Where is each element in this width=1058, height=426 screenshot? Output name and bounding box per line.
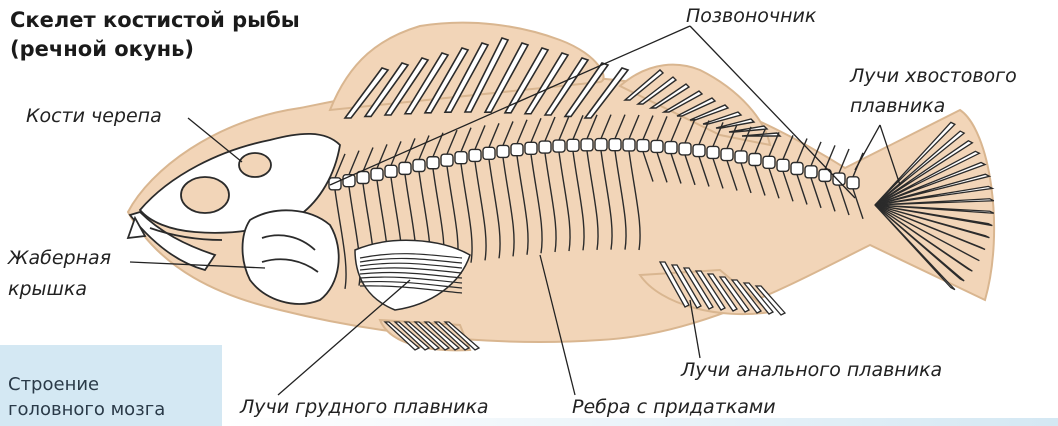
label-gill-cover-line2: крышка xyxy=(8,277,87,302)
vertebra xyxy=(441,154,453,166)
vertebra xyxy=(469,149,481,161)
label-gill-cover-line1: Жаберная xyxy=(8,246,111,271)
label-skull-bones: Кости черепа xyxy=(26,104,162,129)
vertebra xyxy=(427,157,439,169)
vertebra xyxy=(553,140,565,152)
vertebra xyxy=(329,178,341,190)
vertebra xyxy=(497,145,509,157)
label-caudal-line2: плавника xyxy=(850,94,945,119)
label-caudal-line1: Лучи хвостового xyxy=(850,64,1017,89)
vertebra xyxy=(623,139,635,151)
vertebra xyxy=(385,165,397,177)
bottom-color-strip xyxy=(222,418,1058,426)
side-panel-line2: головного мозга xyxy=(8,397,218,422)
vertebra xyxy=(371,168,383,180)
side-panel-line1: Строение xyxy=(8,372,218,397)
label-anal-fin-rays: Лучи анального плавника xyxy=(681,358,942,383)
vertebra xyxy=(637,140,649,152)
vertebra xyxy=(833,173,845,185)
vertebra xyxy=(707,146,719,158)
side-panel-text[interactable]: Строение головного мозга xyxy=(8,372,218,422)
vertebra xyxy=(665,142,677,154)
vertebra xyxy=(539,141,551,153)
vertebra xyxy=(567,139,579,151)
vertebra xyxy=(595,139,607,151)
vertebra xyxy=(609,139,621,151)
label-ribs: Ребра с придатками xyxy=(572,395,776,420)
vertebra xyxy=(791,162,803,174)
vertebra xyxy=(581,139,593,151)
vertebra xyxy=(651,140,663,152)
vertebra xyxy=(357,172,369,184)
vertebra xyxy=(511,144,523,156)
vertebra xyxy=(777,159,789,171)
vertebra xyxy=(455,152,467,164)
vertebra xyxy=(525,142,537,154)
vertebra xyxy=(805,166,817,178)
vertebra xyxy=(413,160,425,172)
vertebra xyxy=(693,145,705,157)
label-spine: Позвоночник xyxy=(686,4,816,29)
vertebra xyxy=(735,151,747,163)
vertebra xyxy=(763,156,775,168)
vertebra xyxy=(679,143,691,155)
vertebra xyxy=(721,149,733,161)
label-pectoral-fin-rays: Лучи грудного плавника xyxy=(240,395,489,420)
vertebra xyxy=(749,153,761,165)
vertebra xyxy=(483,147,495,159)
vertebra xyxy=(399,162,411,174)
vertebra xyxy=(847,177,859,189)
